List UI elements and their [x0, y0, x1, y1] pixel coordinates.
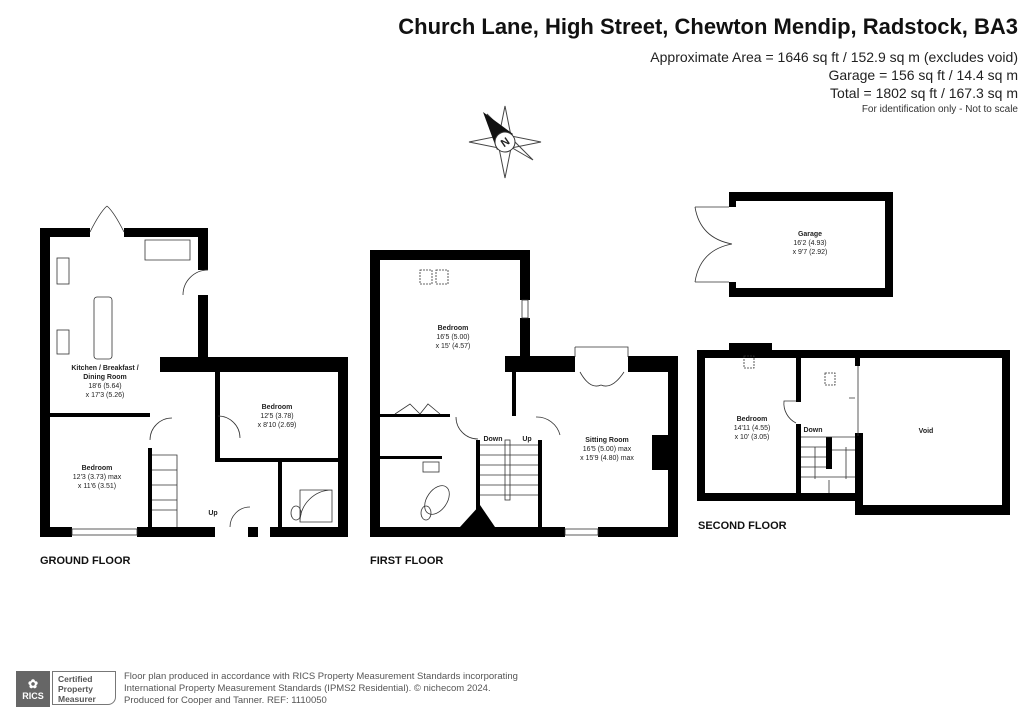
gf-bedroom2-name: Bedroom	[82, 465, 113, 472]
badge-text-3: Measurer	[58, 694, 96, 704]
ff-bedroom-dim-1: 16'5 (5.00)	[436, 334, 469, 341]
ff-bedroom-name: Bedroom	[438, 325, 469, 332]
gf-bedroom2-dim-2: x 11'6 (3.51)	[78, 483, 116, 490]
footer-line-3: Produced for Cooper and Tanner. REF: 111…	[124, 695, 327, 706]
gf-bedroom1-name: Bedroom	[262, 404, 293, 411]
garage-dim-2: x 9'7 (2.92)	[793, 249, 828, 256]
badge-text-2: Property	[58, 684, 93, 694]
sf-bedroom-dim-2: x 10' (3.05)	[735, 434, 770, 441]
gf-stairs-up: Up	[208, 510, 217, 517]
ground-floor-plan	[40, 228, 348, 537]
sf-bedroom-dim-1: 14'11 (4.55)	[734, 425, 771, 432]
void-label: Void	[919, 428, 934, 435]
garage-area: Garage = 156 sq ft / 14.4 sq m	[828, 67, 1019, 83]
sitting-room-name: Sitting Room	[585, 437, 629, 444]
kitchen-name-2: Dining Room	[83, 374, 127, 381]
garage-name: Garage	[798, 231, 822, 238]
kitchen-dim-1: 18'6 (5.64)	[88, 383, 121, 390]
gf-bedroom1-dim-2: x 8'10 (2.69)	[258, 422, 297, 429]
ff-bedroom-dim-2: x 15' (4.57)	[436, 343, 471, 350]
rics-badge: ✿RICS Certified Property Measurer	[16, 671, 118, 707]
kitchen-name-1: Kitchen / Breakfast /	[71, 365, 138, 372]
property-title: Church Lane, High Street, Chewton Mendip…	[398, 14, 1018, 39]
second-floor-plan	[697, 343, 1010, 515]
sf-bedroom-name: Bedroom	[737, 416, 768, 423]
compass-icon: N	[468, 105, 542, 179]
sitting-room-dim-2: x 15'9 (4.80) max	[580, 455, 634, 462]
rics-logo: ✿RICS	[16, 671, 50, 707]
kitchen-dim-2: x 17'3 (5.26)	[86, 392, 125, 399]
sf-stairs-down: Down	[803, 427, 822, 434]
ff-stairs-down: Down	[483, 436, 502, 443]
garage-plan	[729, 192, 893, 297]
footer-note: Floor plan produced in accordance with R…	[124, 671, 518, 707]
second-floor-label: SECOND FLOOR	[698, 520, 787, 532]
badge-text-1: Certified	[58, 674, 93, 684]
ground-floor-label: GROUND FLOOR	[40, 555, 130, 567]
disclaimer: For identification only - Not to scale	[861, 104, 1018, 115]
garage-dim-1: 16'2 (4.93)	[793, 240, 826, 247]
sitting-room-dim-1: 16'5 (5.00) max	[583, 446, 632, 453]
first-floor-plan	[370, 250, 678, 537]
approx-area: Approximate Area = 1646 sq ft / 152.9 sq…	[650, 49, 1018, 65]
first-floor-label: FIRST FLOOR	[370, 555, 443, 567]
ff-stairs-up: Up	[522, 436, 531, 443]
total-area: Total = 1802 sq ft / 167.3 sq m	[830, 85, 1018, 101]
footer-line-2: International Property Measurement Stand…	[124, 683, 491, 694]
gf-bedroom1-dim-1: 12'5 (3.78)	[260, 413, 293, 420]
gf-bedroom2-dim-1: 12'3 (3.73) max	[73, 474, 122, 481]
footer-line-1: Floor plan produced in accordance with R…	[124, 671, 518, 682]
